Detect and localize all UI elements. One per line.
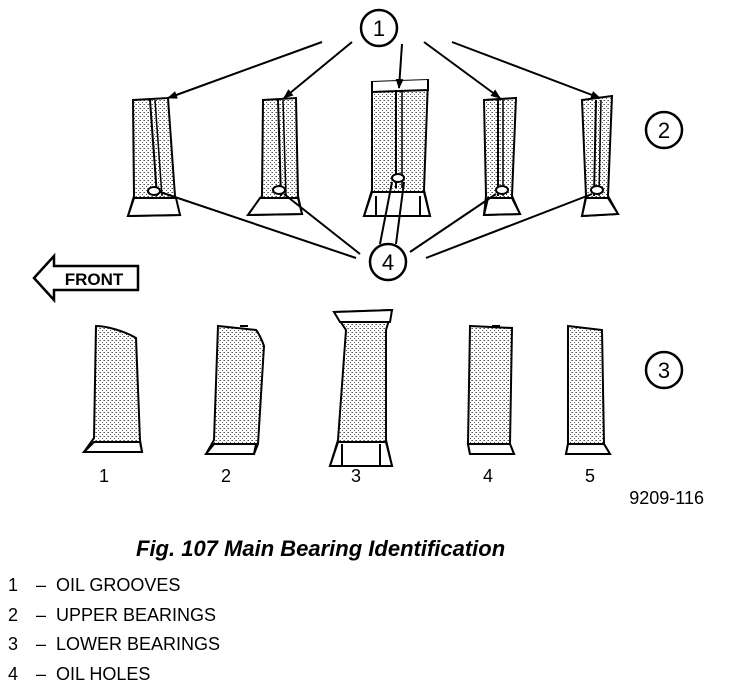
- lower-bearing-5: [566, 326, 610, 454]
- upper-bearing-5: [582, 96, 618, 216]
- legend-separator: –: [26, 574, 56, 596]
- callout-3: 3: [646, 352, 682, 388]
- oil-hole-2: [273, 186, 285, 194]
- callout-4: 4: [370, 244, 406, 280]
- legend-text: OIL GROOVES: [56, 575, 180, 595]
- position-label-4: 4: [483, 466, 493, 486]
- legend: 1–OIL GROOVES 2–UPPER BEARINGS 3–LOWER B…: [8, 574, 220, 692]
- lower-bearing-1: [84, 326, 142, 452]
- svg-text:2: 2: [658, 118, 670, 143]
- legend-separator: –: [26, 604, 56, 626]
- legend-text: LOWER BEARINGS: [56, 634, 220, 654]
- drawing-id: 9209-116: [629, 488, 704, 508]
- position-label-5: 5: [585, 466, 595, 486]
- lower-bearing-4: [468, 326, 514, 454]
- svg-text:4: 4: [382, 250, 394, 275]
- legend-separator: –: [26, 633, 56, 655]
- upper-bearing-2: [248, 98, 302, 215]
- svg-text:3: 3: [658, 358, 670, 383]
- bearing-diagram: 1 2 4 FRONT: [0, 0, 752, 530]
- legend-item: 4–OIL HOLES: [8, 663, 220, 692]
- legend-item: 2–UPPER BEARINGS: [8, 604, 220, 634]
- front-arrow: FRONT: [34, 256, 138, 300]
- legend-separator: –: [26, 663, 56, 685]
- oil-hole-4: [496, 186, 508, 194]
- oil-hole-3: [392, 174, 404, 182]
- svg-text:1: 1: [373, 16, 385, 41]
- legend-text: OIL HOLES: [56, 664, 150, 684]
- upper-bearing-3: [364, 80, 430, 216]
- position-label-1: 1: [99, 466, 109, 486]
- oil-hole-5: [591, 186, 603, 194]
- figure-caption: Fig. 107 Main Bearing Identification: [136, 536, 505, 562]
- lower-bearing-2: [206, 326, 264, 454]
- legend-number: 3: [8, 633, 26, 655]
- callout-1: 1: [361, 10, 397, 46]
- legend-number: 2: [8, 604, 26, 626]
- position-label-3: 3: [351, 466, 361, 486]
- legend-number: 1: [8, 574, 26, 596]
- legend-text: UPPER BEARINGS: [56, 605, 216, 625]
- lower-bearing-3: [330, 310, 392, 466]
- legend-item: 1–OIL GROOVES: [8, 574, 220, 604]
- front-label: FRONT: [65, 270, 124, 289]
- upper-bearing-1: [128, 98, 180, 216]
- position-label-2: 2: [221, 466, 231, 486]
- callout-2: 2: [646, 112, 682, 148]
- legend-item: 3–LOWER BEARINGS: [8, 633, 220, 663]
- legend-number: 4: [8, 663, 26, 685]
- oil-hole-1: [148, 187, 160, 195]
